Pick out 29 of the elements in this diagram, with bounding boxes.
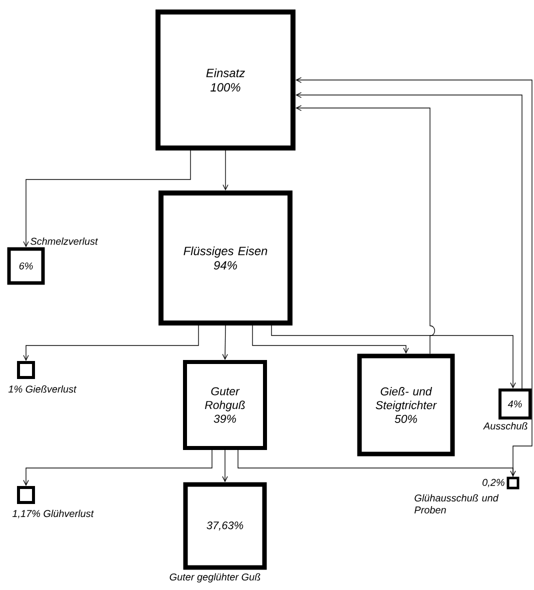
small-box	[17, 361, 35, 379]
small-box	[17, 486, 35, 504]
arrow	[271, 325, 516, 388]
box-caption: 1% Gießverlust	[8, 385, 77, 393]
arrow	[222, 325, 228, 360]
arrow	[222, 150, 228, 190]
box-caption: 1,17% Glühverlust	[12, 510, 94, 518]
process-box: Flüssiges Eisen 94%	[158, 190, 292, 326]
arrow	[23, 150, 191, 248]
box-caption: Glühausschuß und Proben	[414, 494, 499, 514]
process-box: Guter Rohguß 39%	[183, 360, 267, 450]
arrow	[238, 450, 516, 477]
box-caption: Guter geglühter Guß	[170, 573, 260, 582]
percentage-box: 6%	[7, 247, 45, 285]
process-box: Einsatz 100%	[156, 10, 296, 150]
box-caption: 0,2%	[482, 478, 504, 488]
arrow	[23, 450, 212, 486]
process-box: 37,63%	[183, 482, 267, 570]
arrow	[296, 77, 532, 478]
arrow	[252, 325, 409, 354]
arrow	[222, 450, 228, 482]
percentage-box: 4%	[498, 388, 532, 420]
process-box: Gieß- und Steigtrichter 50%	[357, 354, 455, 456]
arrow	[296, 92, 522, 389]
arrow	[23, 325, 199, 361]
small-box	[506, 476, 520, 490]
arrow	[296, 105, 436, 354]
box-caption: Schmelzverlust	[30, 238, 98, 245]
box-caption: Ausschuß	[483, 422, 528, 430]
